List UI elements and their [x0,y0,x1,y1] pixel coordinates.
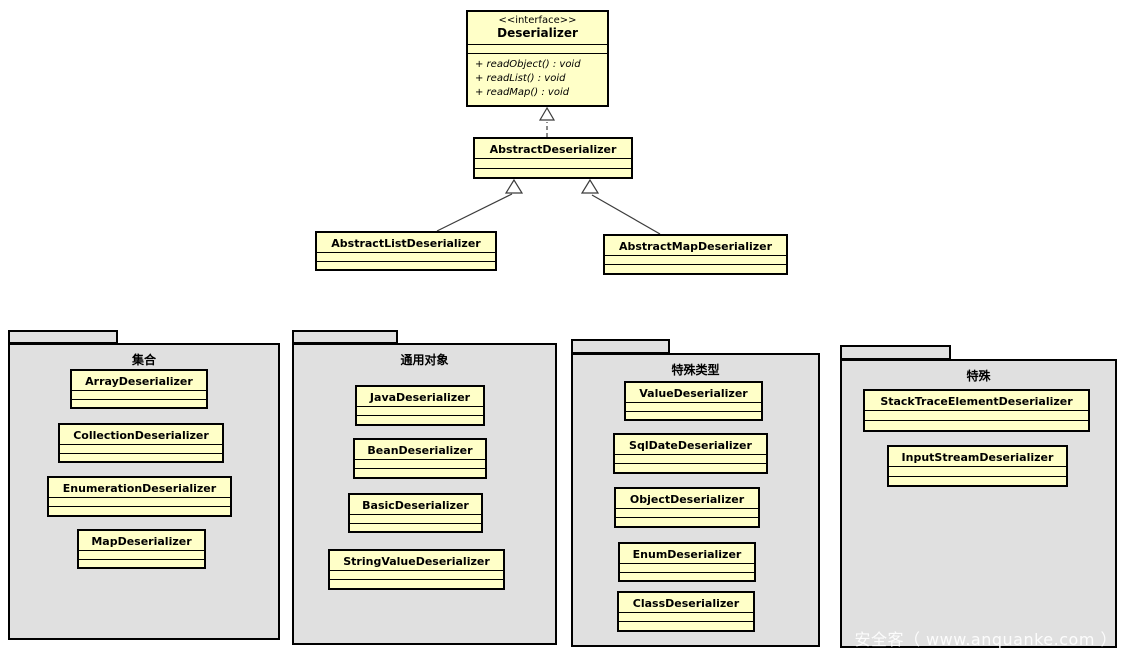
class-name: CollectionDeserializer [60,425,222,445]
class-name: ArrayDeserializer [72,371,206,391]
methods-compartment [616,517,758,526]
class-name: ObjectDeserializer [616,489,758,509]
class-name: StackTraceElementDeserializer [865,391,1088,411]
methods-compartment [889,475,1066,486]
package-tab[interactable] [840,345,951,360]
class-box-JavaDeserializer[interactable]: JavaDeserializer [355,385,485,426]
attributes-compartment [475,159,631,168]
class-box-CollectionDeserializer[interactable]: CollectionDeserializer [58,423,224,463]
interface-method: + readList() : void [475,73,566,84]
interface-method: + readMap() : void [475,87,570,98]
methods-compartment [619,621,753,630]
interface-stereotype: <<interface>> [498,15,577,26]
methods-compartment [355,468,485,477]
package-title: 特殊 [966,369,991,383]
class-box-BeanDeserializer[interactable]: BeanDeserializer [353,438,487,479]
class-name: InputStreamDeserializer [889,447,1066,467]
class-name: EnumDeserializer [620,544,754,564]
package-tab[interactable] [8,330,118,344]
methods-compartment [620,571,754,581]
methods-compartment [350,522,481,532]
class-name: BasicDeserializer [350,495,481,515]
class-name: ClassDeserializer [619,593,753,613]
attributes-compartment [605,256,786,264]
class-box-StringValueDeserializer[interactable]: StringValueDeserializer [328,549,505,590]
attributes-compartment [79,551,204,559]
class-name: SqlDateDeserializer [615,435,766,455]
package-tab[interactable] [571,339,670,354]
attributes-compartment [317,253,495,261]
watermark: 安全客（ www.anquanke.com ） [854,630,1117,649]
interface-node-Deserializer[interactable]: <<interface>> Deserializer + readObject(… [466,10,609,107]
interface-name: Deserializer [468,26,607,45]
methods-compartment [49,506,230,515]
class-name: AbstractDeserializer [475,139,631,159]
class-name: EnumerationDeserializer [49,478,230,498]
class-box-AbstractDeserializer[interactable]: AbstractDeserializer [473,137,633,179]
attributes-compartment [889,467,1066,476]
class-box-BasicDeserializer[interactable]: BasicDeserializer [348,493,483,533]
class-box-ClassDeserializer[interactable]: ClassDeserializer [617,591,755,632]
attributes-compartment [60,445,222,453]
package-title: 特殊类型 [671,363,720,377]
package-tab[interactable] [292,330,398,344]
interface-methods: + readObject() : void + readList() : void… [468,54,607,100]
methods-compartment [475,167,631,178]
interface-method: + readObject() : void [475,59,581,70]
class-box-SqlDateDeserializer[interactable]: SqlDateDeserializer [613,433,768,474]
attributes-compartment [468,45,607,54]
class-box-AbstractListDeserializer[interactable]: AbstractListDeserializer [315,231,497,271]
attributes-compartment [49,498,230,506]
class-name: AbstractMapDeserializer [605,236,786,256]
class-name: AbstractListDeserializer [317,233,495,253]
methods-compartment [72,398,206,408]
package-title: 通用对象 [400,353,449,367]
generalization-edge [436,178,524,232]
attributes-compartment [72,391,206,399]
realization-edge [538,106,556,137]
class-box-StackTraceElementDeserializer[interactable]: StackTraceElementDeserializer [863,389,1090,432]
attributes-compartment [350,515,481,523]
methods-compartment [865,420,1088,430]
attributes-compartment [626,403,761,411]
class-name: MapDeserializer [79,531,204,551]
methods-compartment [357,415,483,424]
class-box-InputStreamDeserializer[interactable]: InputStreamDeserializer [887,445,1068,487]
class-box-ObjectDeserializer[interactable]: ObjectDeserializer [614,487,760,528]
class-box-ArrayDeserializer[interactable]: ArrayDeserializer [70,369,208,409]
class-name: JavaDeserializer [357,387,483,407]
attributes-compartment [865,411,1088,420]
methods-compartment [317,260,495,270]
class-box-AbstractMapDeserializer[interactable]: AbstractMapDeserializer [603,234,788,275]
class-box-EnumDeserializer[interactable]: EnumDeserializer [618,542,756,582]
class-box-ValueDeserializer[interactable]: ValueDeserializer [624,381,763,421]
attributes-compartment [355,460,485,468]
class-name: StringValueDeserializer [330,551,503,571]
attributes-compartment [620,564,754,572]
attributes-compartment [616,509,758,517]
methods-compartment [330,579,503,588]
generalization-edge [580,178,661,235]
attributes-compartment [615,455,766,463]
class-name: ValueDeserializer [626,383,761,403]
attributes-compartment [330,571,503,579]
methods-compartment [626,410,761,420]
attributes-compartment [357,407,483,415]
attributes-compartment [619,613,753,621]
class-box-EnumerationDeserializer[interactable]: EnumerationDeserializer [47,476,232,517]
class-box-MapDeserializer[interactable]: MapDeserializer [77,529,206,569]
methods-compartment [79,558,204,568]
class-name: BeanDeserializer [355,440,485,460]
package-title: 集合 [131,353,156,367]
methods-compartment [605,264,786,273]
methods-compartment [615,463,766,472]
methods-compartment [60,452,222,462]
